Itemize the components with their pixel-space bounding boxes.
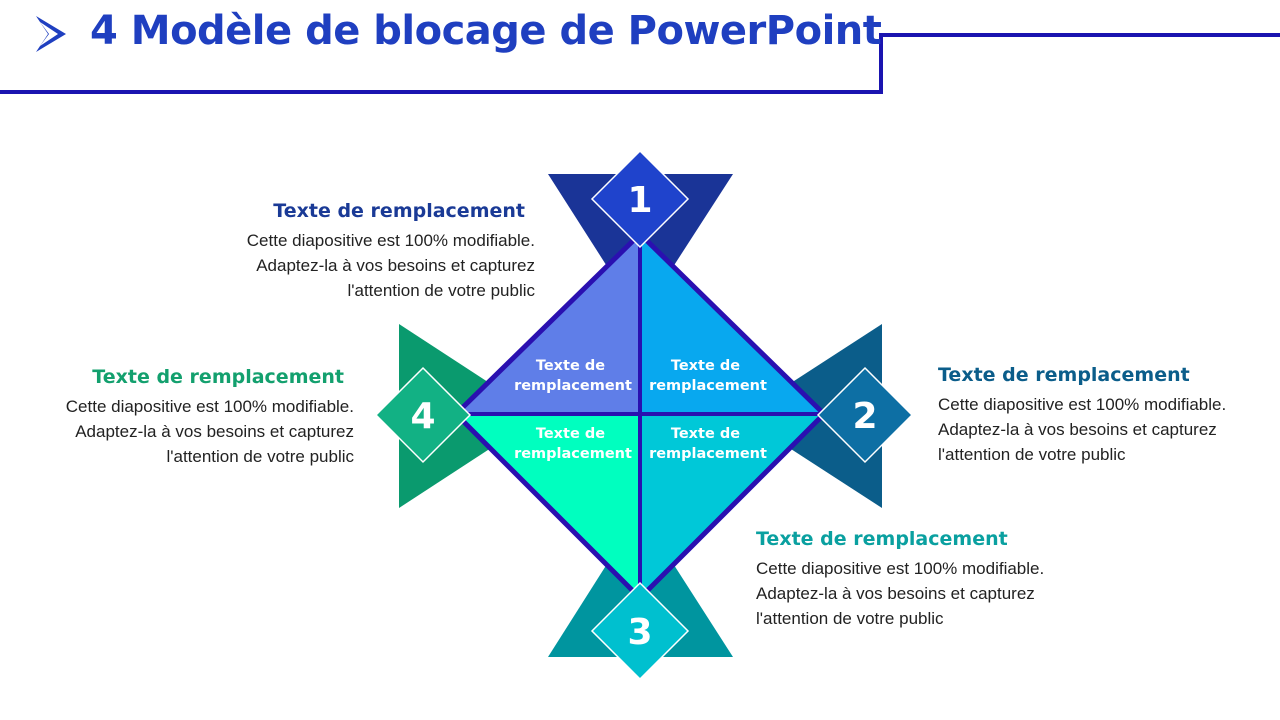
page-title: 4 Modèle de blocage de PowerPoint	[90, 8, 882, 54]
header-frame-line	[0, 33, 1280, 94]
quadrant-bottom-right-label: Texte de remplacement	[649, 426, 767, 462]
text-block-1-line-2: Adaptez-la à vos besoins et capturez	[256, 256, 535, 275]
badge-2-number: 2	[852, 396, 877, 437]
quadrant-bottom-left-label: Texte de remplacement	[514, 426, 632, 462]
text-block-1-line-3: l'attention de votre public	[347, 281, 535, 300]
badge-4-number: 4	[410, 396, 435, 437]
text-block-3-line-3: l'attention de votre public	[756, 609, 944, 628]
text-block-2-heading: Texte de remplacement	[938, 364, 1190, 386]
text-block-3-line-1: Cette diapositive est 100% modifiable.	[756, 559, 1045, 578]
text-block-3: Texte de remplacement Cette diapositive …	[756, 528, 1096, 631]
badge-3	[590, 581, 690, 681]
text-block-2-line-1: Cette diapositive est 100% modifiable.	[938, 395, 1227, 414]
badge-1	[590, 149, 690, 249]
text-block-2-line-2: Adaptez-la à vos besoins et capturez	[938, 420, 1217, 439]
text-block-4-heading: Texte de remplacement	[92, 366, 344, 388]
badge-3-number: 3	[627, 612, 652, 653]
text-block-4-line-2: Adaptez-la à vos besoins et capturez	[75, 422, 354, 441]
text-block-4-line-3: l'attention de votre public	[166, 447, 354, 466]
badge-1-number: 1	[627, 180, 652, 221]
text-block-3-line-2: Adaptez-la à vos besoins et capturez	[756, 584, 1035, 603]
text-block-4: Texte de remplacement Cette diapositive …	[14, 366, 354, 469]
quadrant-top-right-label: Texte de remplacement	[649, 358, 767, 394]
text-block-1-heading: Texte de remplacement	[273, 200, 525, 222]
text-block-1-line-1: Cette diapositive est 100% modifiable.	[246, 231, 535, 250]
text-block-2: Texte de remplacement Cette diapositive …	[938, 364, 1278, 467]
arrow-bullet-icon	[36, 16, 66, 52]
text-block-4-line-1: Cette diapositive est 100% modifiable.	[65, 397, 354, 416]
text-block-3-heading: Texte de remplacement	[756, 528, 1008, 550]
text-block-1: Texte de remplacement Cette diapositive …	[195, 200, 535, 303]
badge-2	[816, 366, 914, 464]
quadrant-top-left-label: Texte de remplacement	[514, 358, 632, 394]
badge-4	[374, 366, 472, 464]
text-block-2-line-3: l'attention de votre public	[938, 445, 1126, 464]
